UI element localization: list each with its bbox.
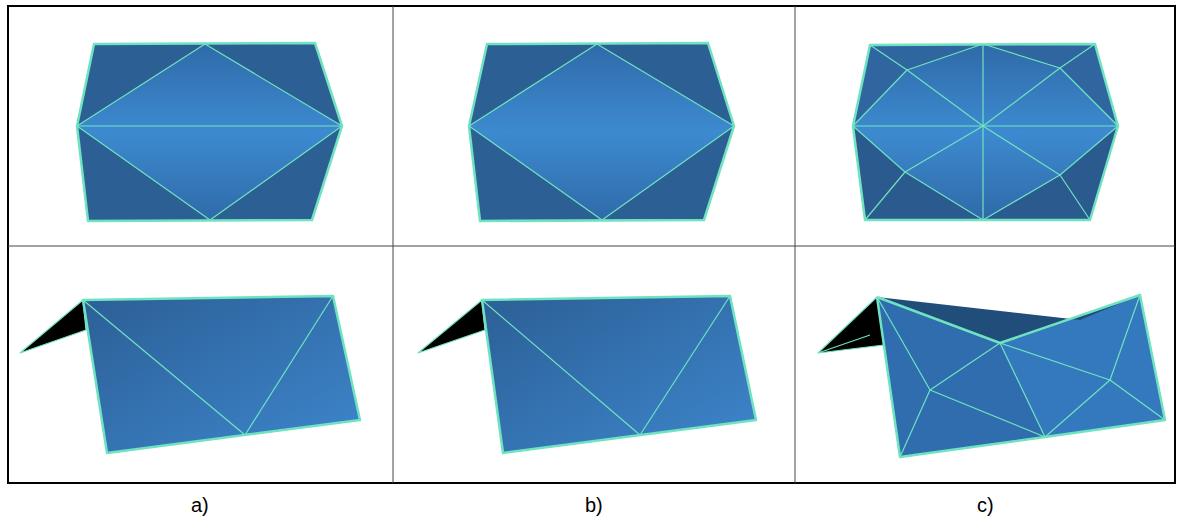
frame [8,6,1175,483]
divider [795,6,796,483]
divider [393,6,394,483]
mesh-side-a [20,296,360,453]
mesh-side-b [418,296,756,453]
mesh-top-c [853,44,1118,220]
mesh-top-a [77,43,342,221]
panel-label: a) [191,494,209,517]
divider [8,246,1175,247]
panel-label: b) [585,494,603,517]
mesh-top-b [469,43,734,221]
panel-label: c) [977,494,994,517]
mesh-side-c [818,295,1165,457]
